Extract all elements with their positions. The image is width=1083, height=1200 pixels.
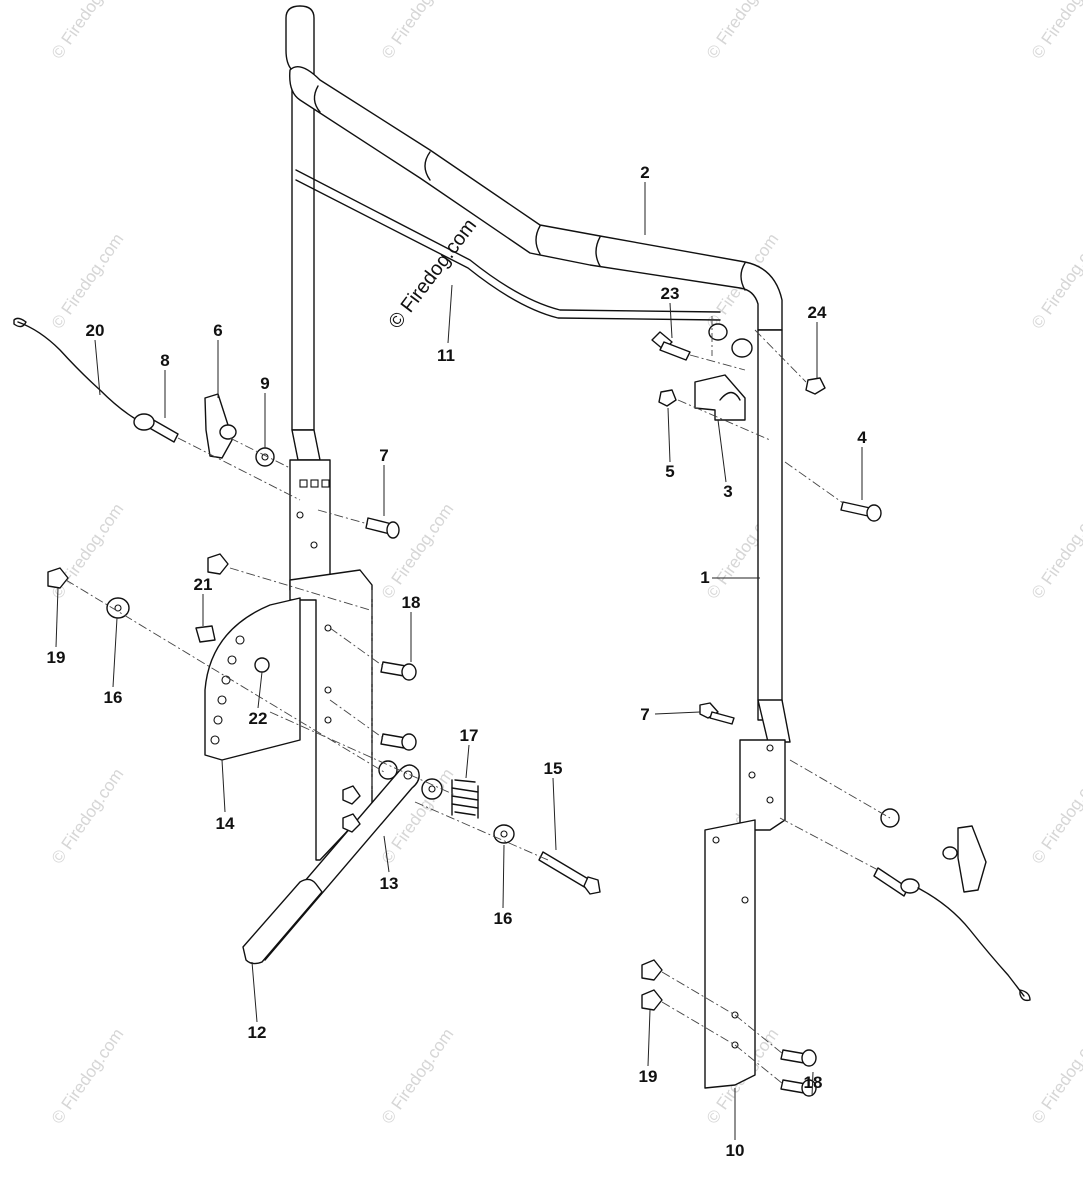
- rail-part-10: [704, 819, 756, 1089]
- watermark: © Firedog.com: [48, 230, 128, 332]
- watermark: © Firedog.com: [48, 0, 128, 62]
- callout-17: 17: [460, 726, 479, 745]
- right-lower-bracket: [739, 739, 786, 831]
- callout-18-right: 18: [804, 1073, 823, 1092]
- bolt-part-15: [538, 851, 601, 895]
- callout-10: 10: [726, 1141, 745, 1160]
- cross-rod-part-11: [295, 169, 721, 321]
- callout-18-left: 18: [402, 593, 421, 612]
- callout-14: 14: [216, 814, 235, 833]
- callout-labels: 1 2 3 4 5 6 7 7 8 9 10 11 12 13 14 15 16…: [47, 163, 868, 1160]
- watermark: © Firedog.com: [1028, 1025, 1083, 1127]
- callout-5: 5: [665, 462, 674, 481]
- watermark: © Firedog.com: [378, 0, 458, 62]
- watermark: © Firedog.com: [378, 1025, 458, 1127]
- callout-16-mid: 16: [494, 909, 513, 928]
- callout-20: 20: [86, 321, 105, 340]
- knob-right: [942, 825, 987, 893]
- callout-22: 22: [249, 709, 268, 728]
- handle-bar-part-2: [285, 5, 783, 431]
- callout-7-upper: 7: [379, 446, 388, 465]
- right-tube-part-1: [757, 329, 791, 743]
- callout-23: 23: [661, 284, 680, 303]
- assembly-axes: [65, 316, 891, 1085]
- pin-right: [873, 867, 1031, 1002]
- callout-16-left: 16: [104, 688, 123, 707]
- watermark: © Firedog.com: [48, 765, 128, 867]
- callout-11: 11: [437, 346, 455, 365]
- watermark: © Firedog.com: [1028, 765, 1083, 867]
- background-watermarks: © Firedog.com © Firedog.com © Firedog.co…: [48, 0, 1083, 1127]
- cable-part-20: [13, 317, 135, 419]
- watermark: © Firedog.com: [378, 500, 458, 602]
- callout-21: 21: [194, 575, 213, 594]
- pin-part-8: [133, 413, 179, 443]
- callout-9: 9: [260, 374, 269, 393]
- callout-19-right: 19: [639, 1067, 658, 1086]
- callout-19-left: 19: [47, 648, 66, 667]
- callout-12: 12: [248, 1023, 267, 1042]
- callout-1: 1: [700, 568, 709, 587]
- callout-3: 3: [723, 482, 732, 501]
- callout-4: 4: [857, 428, 867, 447]
- watermark: © Firedog.com: [48, 1025, 128, 1127]
- callout-24: 24: [808, 303, 827, 322]
- watermark: © Firedog.com: [1028, 500, 1083, 602]
- left-upper-bracket: [289, 429, 331, 591]
- watermark: © Firedog.com: [1028, 230, 1083, 332]
- bracket-part-3: [694, 374, 746, 421]
- callout-13: 13: [380, 874, 399, 893]
- callout-15: 15: [544, 759, 563, 778]
- leader-lines: [55, 182, 863, 1140]
- watermark: © Firedog.com: [1028, 0, 1083, 62]
- watermark: © Firedog.com: [703, 0, 783, 62]
- callout-7-right: 7: [640, 705, 649, 724]
- callout-8: 8: [160, 351, 169, 370]
- knob-part-6: [204, 393, 237, 459]
- grip-part-12: [242, 878, 323, 965]
- spring-part-17: [451, 779, 479, 819]
- callout-6: 6: [213, 321, 222, 340]
- callout-2: 2: [640, 163, 649, 182]
- plate-part-14: [204, 597, 301, 761]
